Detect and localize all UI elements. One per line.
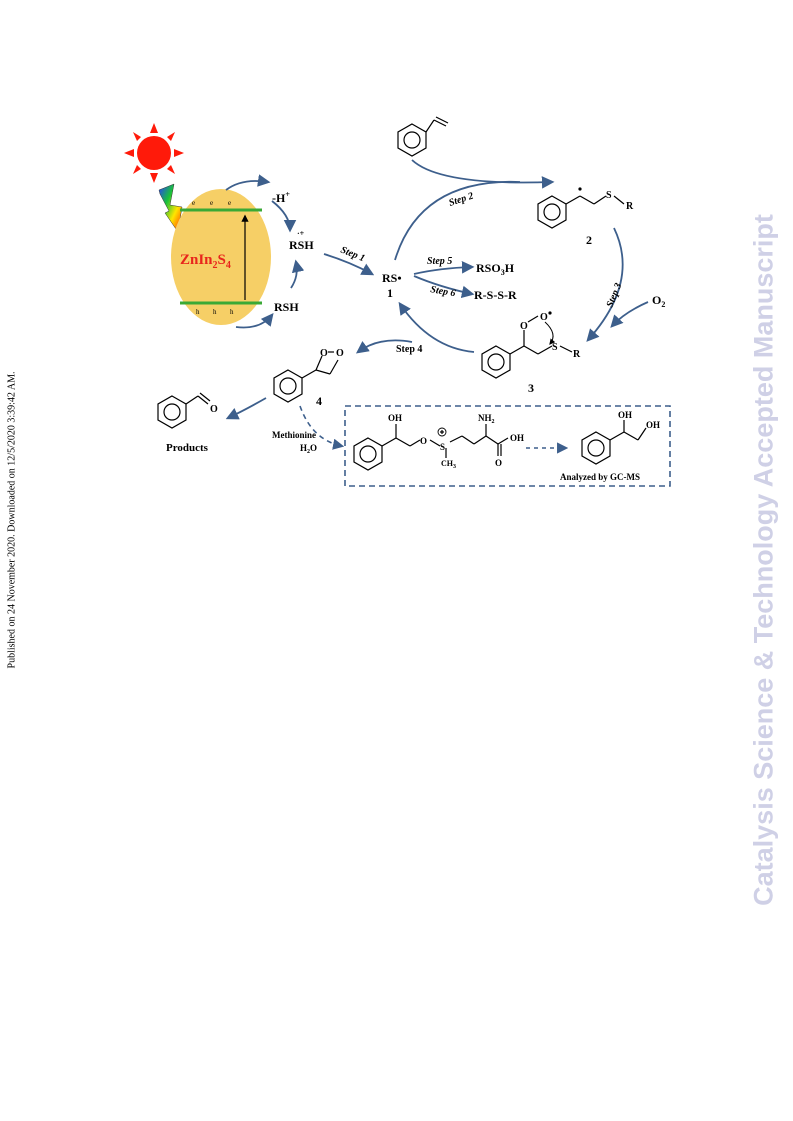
disulfide-product: R-S-S-R <box>474 288 517 302</box>
oxygen-atom: O <box>320 348 328 359</box>
hydroxyl-label: OH <box>388 413 402 423</box>
arrow-to-products <box>225 397 267 420</box>
sulfonic-acid-product: RSO3H <box>476 261 515 277</box>
sulfonium-label: S <box>440 442 445 452</box>
intermediate-4-index: 4 <box>316 394 322 408</box>
amine-label: NH2 <box>478 413 495 425</box>
arrow-step-1 <box>323 253 375 276</box>
step-3-label: Step 3 <box>605 282 625 310</box>
dioxetane-structure <box>273 351 339 403</box>
electron-label: e <box>228 199 231 207</box>
arrow-step-4 <box>355 339 413 354</box>
arrow-step-2 <box>394 180 521 261</box>
rsh-label: RSH <box>274 300 299 314</box>
diol-hydroxyl-label: OH <box>646 420 660 430</box>
arrow-rsh-oxidation <box>290 259 305 289</box>
oxygen-atom: O <box>540 312 548 323</box>
catalyst-name: ZnIn2S4 <box>180 252 231 271</box>
arrow-styrene-addition <box>411 159 555 189</box>
intermediate-2-structure <box>537 187 625 229</box>
oxygen-label: O2 <box>652 293 665 309</box>
acid-hydroxyl-label: OH <box>510 433 524 443</box>
carbonyl-oxygen: O <box>495 458 502 468</box>
methionine-adduct-structure <box>353 424 509 471</box>
styrene-structure <box>397 116 449 157</box>
gc-ms-box <box>344 405 671 487</box>
hole-label: h <box>213 308 217 316</box>
intermediate-1-index: 1 <box>387 286 393 300</box>
sun-icon <box>124 123 184 183</box>
electron-label: e <box>210 199 213 207</box>
arrow-oxygen <box>610 301 649 328</box>
thiyl-radical: RS• <box>382 271 402 285</box>
oxygen-atom: O <box>520 321 528 332</box>
arrow-step-6 <box>413 275 475 298</box>
benzaldehyde-structure <box>157 392 211 429</box>
arrow-methionine-trap <box>299 405 345 450</box>
water-label: H2O <box>300 443 317 455</box>
gc-ms-label: Analyzed by GC-MS <box>560 472 640 482</box>
step-6-label: Step 6 <box>429 284 456 299</box>
arrow-hole-out <box>235 313 274 329</box>
products-label: Products <box>166 442 209 454</box>
ether-oxygen: O <box>420 436 427 446</box>
electron-label: e <box>192 199 195 207</box>
zninS-photocatalyst: e e e h h h ZnIn2S4 <box>171 189 271 325</box>
hole-label: h <box>196 308 200 316</box>
intermediate-3-structure <box>481 311 573 379</box>
arrow-electron-out <box>225 174 271 191</box>
r-group-label: R <box>573 349 581 360</box>
diol-structure <box>581 420 647 465</box>
radical-cation-dot: ·+ <box>297 229 305 238</box>
step-5-label: Step 5 <box>427 256 452 267</box>
methyl-label: CH3 <box>441 459 456 470</box>
intermediate-3-index: 3 <box>528 381 534 395</box>
aldehyde-oxygen: O <box>210 404 218 415</box>
minus-h-label: -H+ <box>272 190 290 205</box>
hole-label: h <box>230 308 234 316</box>
arrow-step-3 <box>586 227 624 342</box>
intermediate-2-index: 2 <box>586 233 592 247</box>
sulfur-label: S <box>606 190 612 201</box>
arrow-step-5 <box>413 261 475 275</box>
sulfur-label: S <box>552 342 558 353</box>
r-group-label: R <box>626 201 634 212</box>
arrow-deprotonation <box>271 200 297 233</box>
arrow-step-4-release <box>398 301 475 353</box>
diol-hydroxyl-label: OH <box>618 410 632 420</box>
rsh-radical-cation: RSH <box>289 238 314 252</box>
step-4-label: Step 4 <box>396 344 422 355</box>
oxygen-atom: O <box>336 348 344 359</box>
methionine-label: Methionine <box>272 430 316 440</box>
